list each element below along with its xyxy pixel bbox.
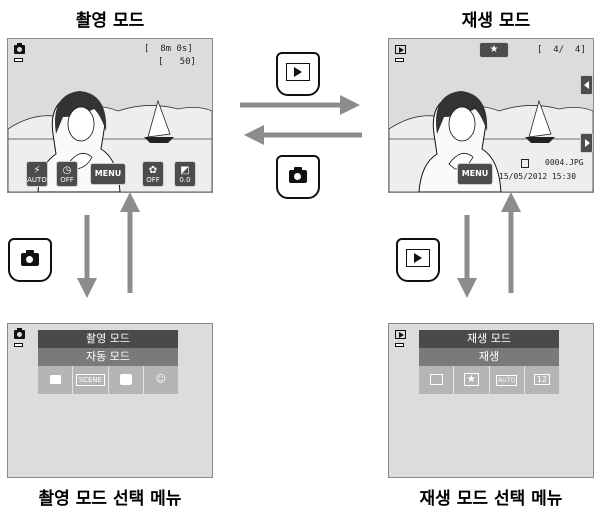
shooting-hw-button-left[interactable] — [8, 238, 52, 282]
play-icon — [286, 63, 310, 81]
exposure-value: 0.0 — [179, 176, 191, 184]
exposure-button[interactable]: ◩ 0.0 — [174, 161, 196, 187]
auto-sort-option[interactable]: AUTO — [490, 366, 525, 394]
next-image-button[interactable] — [580, 133, 593, 153]
playback-hw-button-right[interactable] — [396, 238, 440, 282]
camera-icon — [289, 167, 307, 183]
battery-icon — [14, 343, 23, 347]
camera-icon — [21, 250, 39, 266]
arrow-right-icon — [585, 139, 590, 147]
play-option[interactable] — [419, 366, 455, 394]
menu-title: 재생 모드 — [419, 330, 559, 348]
menu-button[interactable]: MENU — [457, 163, 493, 185]
arrow-left-icon — [584, 81, 589, 89]
smile-icon: ☺ — [155, 374, 167, 385]
smart-portrait-option[interactable] — [109, 366, 144, 394]
playback-mode-icon — [395, 45, 406, 54]
playback-screen: ★ [ 4/ 4] MENU 0004.JPG 15/05/2012 15:30 — [388, 38, 594, 193]
macro-button[interactable]: ✿ OFF — [142, 161, 164, 187]
mode-icon-row: ★ AUTO 12 — [419, 366, 559, 394]
scene-icon: SCENE — [75, 374, 106, 386]
camera-icon — [50, 375, 61, 384]
label-playback-select: 재생 모드 선택 메뉴 — [419, 489, 563, 509]
shots-remaining-readout: [ 50] — [158, 57, 196, 67]
menu-selected-mode: 자동 모드 — [38, 348, 178, 366]
battery-icon — [14, 58, 23, 62]
calendar-icon: 12 — [533, 374, 550, 385]
menu-title: 촬영 모드 — [38, 330, 178, 348]
exposure-icon: ◩ — [180, 165, 190, 176]
camera-mode-icon — [14, 328, 25, 339]
playback-select-screen: 재생 모드 재생 ★ AUTO 12 — [388, 323, 594, 478]
playback-mode-menu: 재생 모드 재생 ★ AUTO 12 — [419, 330, 559, 394]
auto-mode-option[interactable] — [38, 366, 74, 394]
timer-value: OFF — [60, 176, 74, 184]
menu-button[interactable]: MENU — [90, 163, 126, 185]
mode-icon-row: SCENE ☺ — [38, 366, 178, 394]
favorites-icon: ★ — [463, 373, 479, 386]
label-shooting-mode: 촬영 모드 — [75, 11, 145, 31]
battery-icon — [395, 343, 404, 347]
date-time: 15/05/2012 15:30 — [499, 172, 577, 181]
self-timer-button[interactable]: ◷ OFF — [56, 161, 78, 187]
shooting-select-screen: 촬영 모드 자동 모드 SCENE ☺ — [7, 323, 213, 478]
smile-option[interactable]: ☺ — [144, 366, 178, 394]
star-icon: ★ — [489, 44, 499, 55]
favorites-option[interactable]: ★ — [454, 366, 490, 394]
flash-value: AUTO — [27, 176, 47, 184]
image-counter: [ 4/ 4] — [537, 45, 586, 55]
file-icon — [521, 159, 529, 168]
play-icon — [406, 249, 430, 267]
previous-image-button[interactable] — [580, 75, 593, 95]
playback-illustration — [389, 91, 593, 192]
auto-sort-icon: AUTO — [496, 375, 518, 386]
shooting-mode-menu: 촬영 모드 자동 모드 SCENE ☺ — [38, 330, 178, 394]
scene-mode-option[interactable]: SCENE — [73, 366, 109, 394]
recording-time-readout: [ 8m 0s] — [144, 44, 193, 54]
self-timer-icon: ◷ — [62, 165, 72, 176]
label-shooting-select: 촬영 모드 선택 메뉴 — [38, 489, 182, 509]
label-playback-mode: 재생 모드 — [461, 11, 531, 31]
smart-portrait-icon — [119, 374, 132, 385]
flash-icon: ⚡ — [33, 165, 41, 176]
camera-mode-icon — [14, 43, 25, 54]
play-icon — [430, 374, 443, 385]
list-by-date-option[interactable]: 12 — [525, 366, 559, 394]
battery-icon — [395, 58, 404, 62]
flash-button[interactable]: ⚡ AUTO — [26, 161, 48, 187]
file-name: 0004.JPG — [545, 158, 584, 167]
macro-icon: ✿ — [148, 165, 158, 176]
shooting-hw-button-top[interactable] — [276, 155, 320, 199]
macro-value: OFF — [146, 176, 160, 184]
playback-hw-button-top[interactable] — [276, 52, 320, 96]
shooting-screen: [ 8m 0s] [ 50] ⚡ AUTO ◷ OFF MENU ✿ OFF ◩… — [7, 38, 213, 193]
playback-mode-icon — [395, 330, 406, 339]
menu-selected-mode: 재생 — [419, 348, 559, 366]
favorite-button[interactable]: ★ — [479, 42, 509, 58]
